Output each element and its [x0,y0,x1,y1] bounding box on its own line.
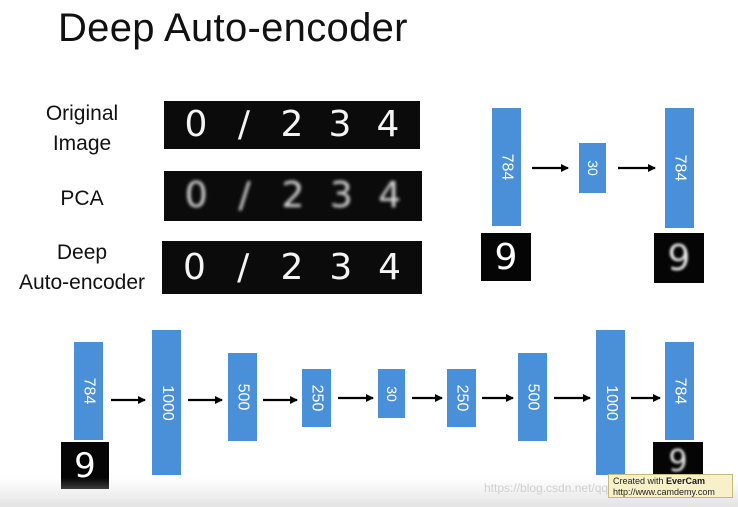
badge-prefix: Created with [613,476,666,486]
evercam-badge[interactable]: Created with EverCam http://www.camdemy.… [608,474,733,498]
badge-line1: Created with EverCam [613,476,728,487]
badge-line2: http://www.camdemy.com [613,487,728,498]
badge-brand: EverCam [666,476,705,486]
